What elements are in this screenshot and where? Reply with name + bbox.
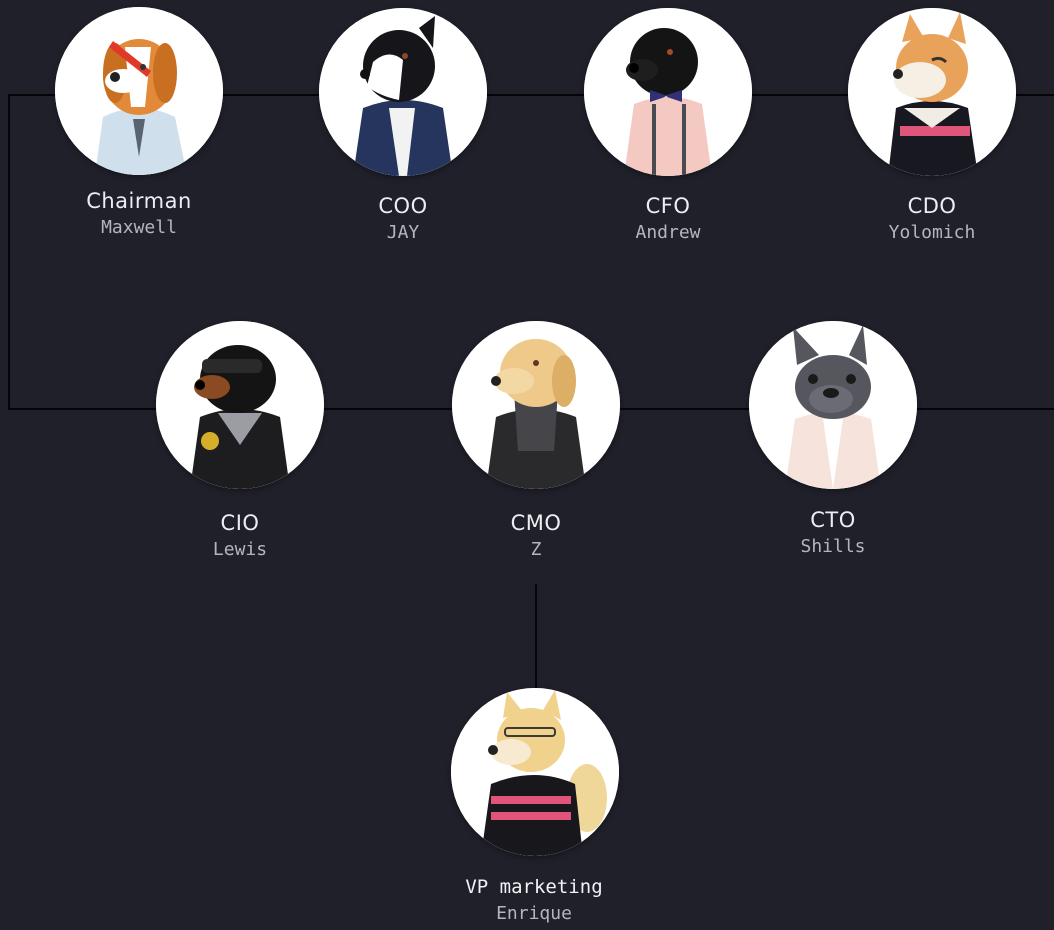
- shiba-glasses-portrait-icon: [451, 688, 619, 856]
- beagle-portrait-icon: [55, 7, 223, 175]
- caption-cmo: CMO Z: [416, 510, 656, 563]
- border-collie-portrait-icon: [319, 8, 487, 176]
- caption-cto: CTO Shills: [713, 507, 953, 560]
- caption-cio: CIO Lewis: [120, 510, 360, 563]
- avatar-cio[interactable]: [156, 321, 324, 489]
- caption-chairman: Chairman Maxwell: [19, 188, 259, 241]
- caption-vp-marketing: VP marketing Enrique: [414, 874, 654, 927]
- member-name: Z: [530, 539, 542, 560]
- member-name: JAY: [386, 222, 420, 243]
- role-label: Chairman: [86, 189, 192, 213]
- role-label: COO: [378, 194, 428, 218]
- connector-line-left-vertical: [8, 94, 10, 410]
- avatar-cto[interactable]: [749, 321, 917, 489]
- member-name: Andrew: [635, 222, 701, 243]
- caption-cdo: CDO Yolomich: [812, 193, 1052, 246]
- caption-cfo: CFO Andrew: [548, 193, 788, 246]
- connector-line-cmo-to-vp: [535, 584, 537, 692]
- member-name: Lewis: [212, 539, 268, 560]
- black-lab-portrait-icon: [584, 8, 752, 176]
- member-name: Shills: [800, 536, 866, 557]
- role-label: CDO: [907, 194, 957, 218]
- shiba-inu-portrait-icon: [848, 8, 1016, 176]
- avatar-chairman[interactable]: [55, 7, 223, 175]
- role-label: CFO: [645, 194, 691, 218]
- role-label: CMO: [510, 511, 562, 535]
- caption-coo: COO JAY: [283, 193, 523, 246]
- golden-retriever-portrait-icon: [452, 321, 620, 489]
- avatar-cfo[interactable]: [584, 8, 752, 176]
- avatar-coo[interactable]: [319, 8, 487, 176]
- rottweiler-portrait-icon: [156, 321, 324, 489]
- avatar-vp-marketing[interactable]: [451, 688, 619, 856]
- member-name: Yolomich: [888, 222, 976, 243]
- role-label: CTO: [810, 508, 856, 532]
- role-label: CIO: [220, 511, 260, 535]
- avatar-cdo[interactable]: [848, 8, 1016, 176]
- avatar-cmo[interactable]: [452, 321, 620, 489]
- member-name: Maxwell: [101, 217, 177, 238]
- member-name: Enrique: [496, 903, 572, 924]
- connector-line-top-row: [8, 94, 1054, 96]
- role-label: VP marketing: [465, 876, 603, 898]
- french-bulldog-portrait-icon: [749, 321, 917, 489]
